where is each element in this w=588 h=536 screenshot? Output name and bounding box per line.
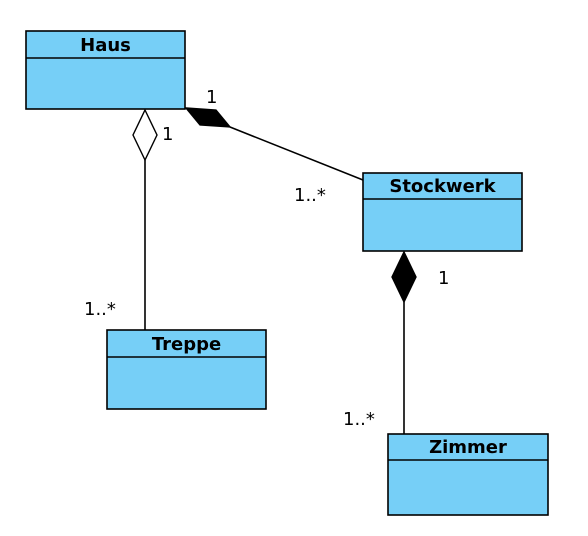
association-line-haus-stockwerk bbox=[229, 126, 364, 181]
composition-diamond-haus bbox=[184, 107, 232, 128]
multiplicity-haus-stockwerk-whole: 1 bbox=[206, 87, 217, 108]
association-haus-treppe: 1 1..* bbox=[84, 108, 173, 330]
multiplicity-stockwerk-zimmer-part: 1..* bbox=[343, 409, 375, 430]
class-name-zimmer: Zimmer bbox=[429, 437, 507, 458]
class-name-stockwerk: Stockwerk bbox=[389, 176, 496, 197]
association-haus-stockwerk: 1 1..* bbox=[184, 87, 364, 206]
multiplicity-haus-stockwerk-part: 1..* bbox=[294, 185, 326, 206]
class-box-stockwerk: Stockwerk bbox=[362, 172, 523, 252]
composition-diamond-stockwerk bbox=[391, 250, 417, 304]
class-box-haus-body bbox=[25, 30, 186, 110]
class-box-treppe: Treppe bbox=[106, 329, 267, 410]
class-name-treppe: Treppe bbox=[152, 334, 221, 355]
class-box-zimmer-body bbox=[387, 433, 549, 516]
class-box-treppe-body bbox=[106, 329, 267, 410]
multiplicity-haus-treppe-part: 1..* bbox=[84, 299, 116, 320]
aggregation-diamond-haus bbox=[132, 108, 158, 162]
class-box-stockwerk-body bbox=[362, 172, 523, 252]
association-stockwerk-zimmer: 1 1..* bbox=[343, 250, 449, 434]
class-box-zimmer: Zimmer bbox=[387, 433, 549, 516]
class-name-haus: Haus bbox=[80, 35, 131, 56]
class-box-haus: Haus bbox=[25, 30, 186, 110]
multiplicity-stockwerk-zimmer-whole: 1 bbox=[438, 268, 449, 289]
multiplicity-haus-treppe-whole: 1 bbox=[162, 124, 173, 145]
